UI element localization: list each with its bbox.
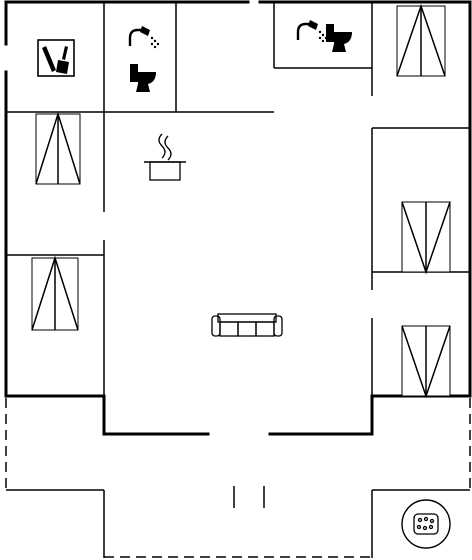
cooking-pot-icon (144, 133, 186, 181)
terrace (5, 398, 471, 558)
single-bed-icon (401, 201, 451, 275)
single-bed-icon (31, 255, 79, 331)
toilet-icon (130, 64, 156, 92)
shower-icon (128, 26, 160, 49)
interior-walls (4, 0, 472, 436)
hot-tub-icon (401, 499, 451, 549)
outer-wall (4, 0, 210, 436)
toilet-icon (326, 24, 352, 52)
shower-icon (296, 20, 328, 43)
washing-machine-icon (37, 39, 75, 77)
single-bed-icon (396, 3, 446, 77)
single-bed-icon (401, 325, 451, 399)
single-bed-icon (35, 111, 81, 185)
sofa-icon (211, 313, 283, 337)
